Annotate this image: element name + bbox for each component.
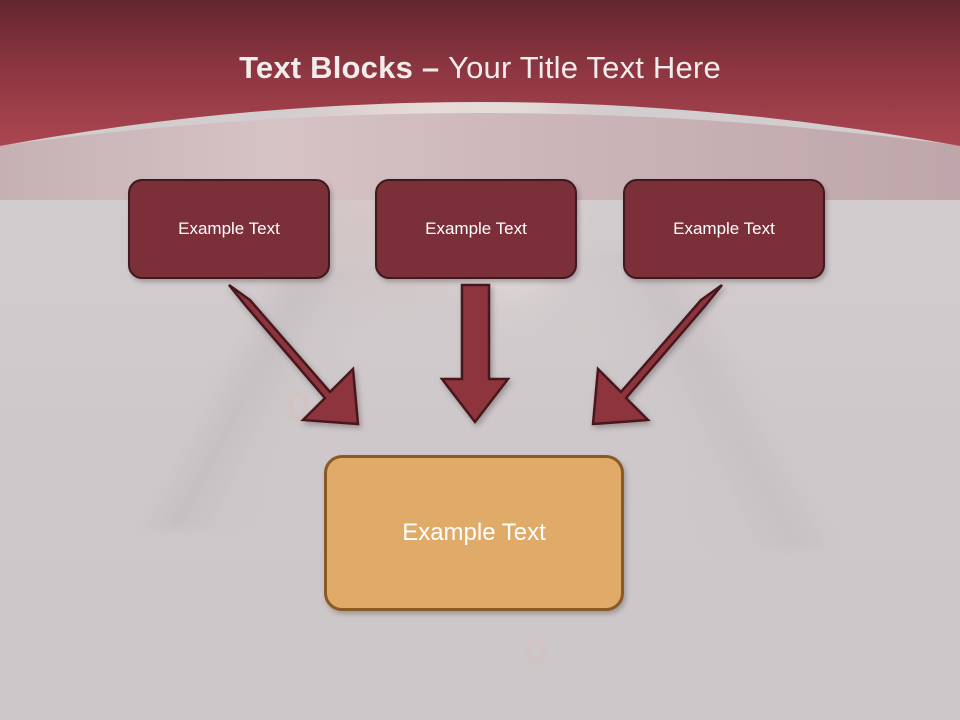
bottom-box-label: Example Text [402,519,546,546]
top-box-1[interactable]: Example Text [128,179,330,279]
header-red-shape [0,0,960,146]
top-box-3-label: Example Text [673,219,775,238]
page-title-bold: Text Blocks – [239,50,449,85]
bottom-box[interactable]: Example Text [324,455,624,611]
page-title-light: Your Title Text Here [448,50,721,85]
header-band: Text Blocks – Your Title Text Here [0,0,960,200]
top-box-2-label: Example Text [425,219,527,238]
top-box-2[interactable]: Example Text [375,179,577,279]
header-arc-band [0,113,960,200]
page-title: Text Blocks – Your Title Text Here [0,50,960,86]
top-box-3[interactable]: Example Text [623,179,825,279]
top-box-1-label: Example Text [178,219,280,238]
photo-shirt-button-lower [527,638,546,664]
